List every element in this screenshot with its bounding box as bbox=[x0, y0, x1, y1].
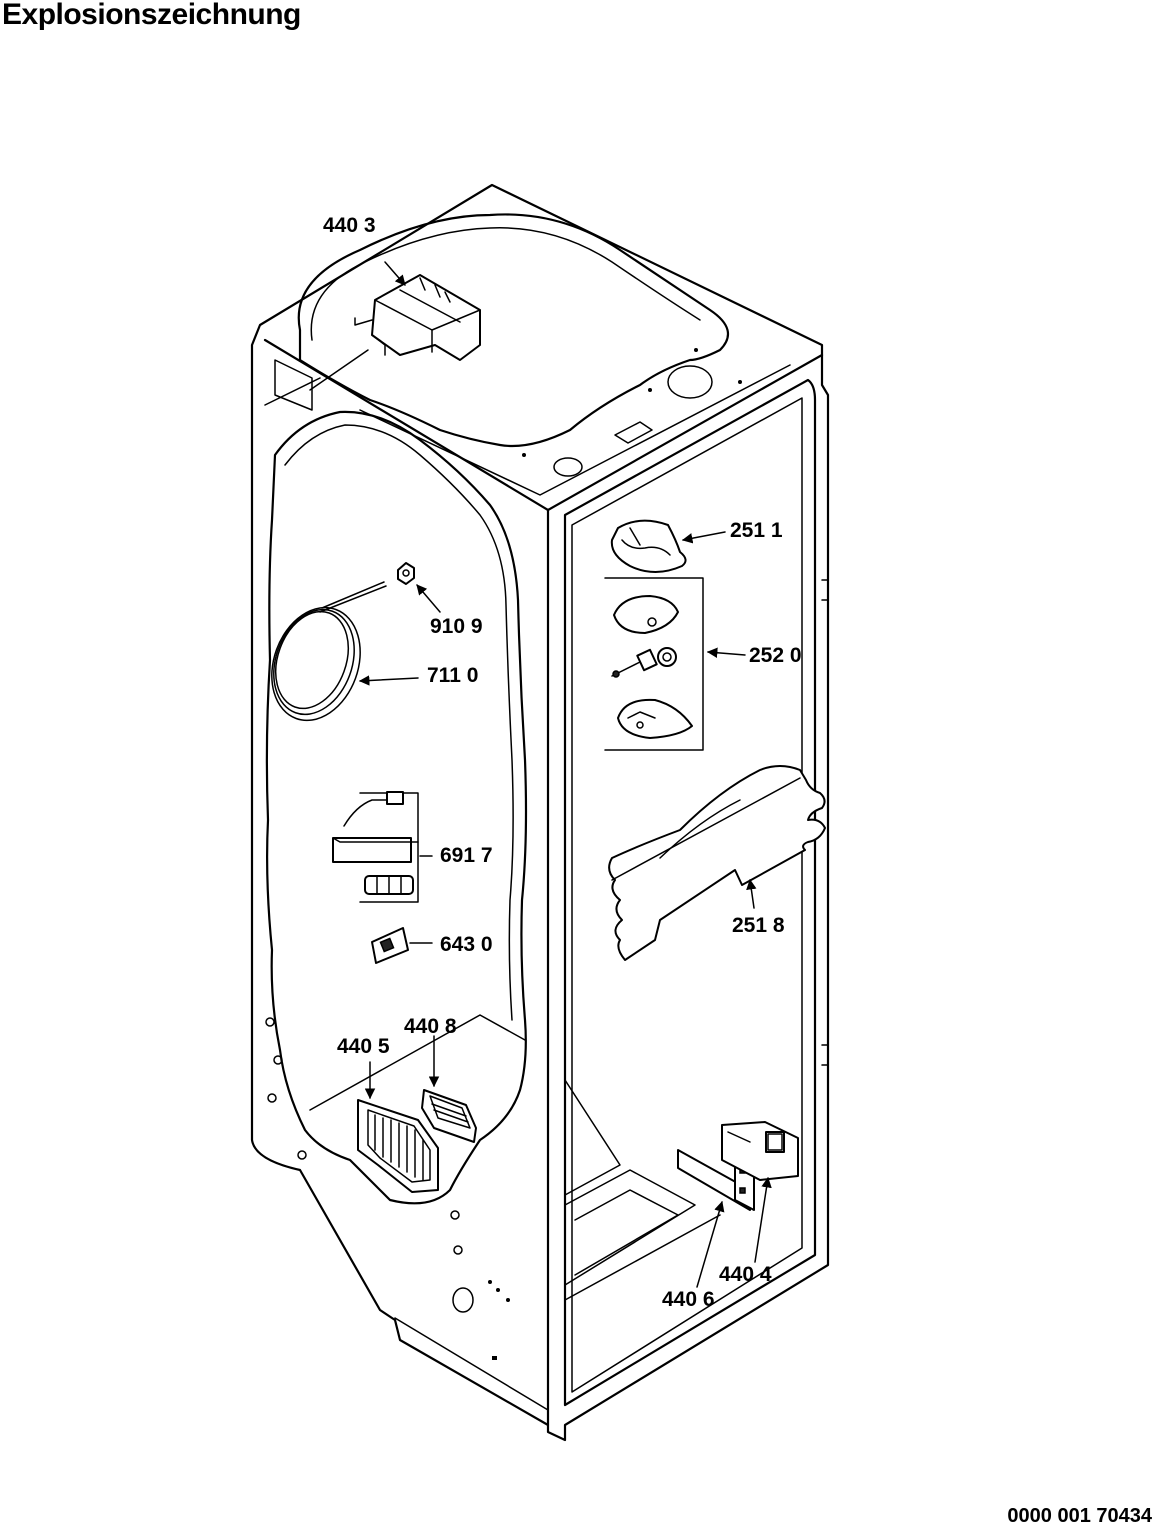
page-title: Explosionszeichnung bbox=[2, 0, 301, 31]
callout-9109: 910 9 bbox=[430, 615, 483, 638]
grille-slats bbox=[374, 1114, 424, 1181]
callout-4403: 440 3 bbox=[323, 214, 376, 237]
side-window bbox=[274, 359, 313, 411]
part-6917-kit bbox=[332, 791, 433, 903]
callout-labels: 440 3 251 1 910 9 252 0 711 0 691 7 251 … bbox=[323, 214, 802, 1311]
lamp-socket-icon bbox=[611, 647, 677, 678]
base-step bbox=[394, 1317, 549, 1411]
frame-notch bbox=[821, 1044, 829, 1066]
document-number: 0000 001 70434 bbox=[1007, 1505, 1152, 1527]
part-4405-grille bbox=[357, 1061, 439, 1193]
part-2511-cover bbox=[610, 519, 726, 573]
part-7110-capillary-coil bbox=[271, 581, 419, 722]
callout-2520: 252 0 bbox=[749, 644, 802, 667]
callout-4404: 440 4 bbox=[719, 1263, 772, 1286]
part-6430-clip bbox=[371, 927, 433, 964]
part-2520-lamp-assembly bbox=[604, 577, 746, 751]
callout-4406: 440 6 bbox=[662, 1288, 715, 1311]
frame-notch bbox=[821, 579, 829, 601]
top-hole bbox=[667, 365, 713, 399]
top-cutaway-inner bbox=[310, 227, 701, 341]
part-4404-plate bbox=[721, 1121, 799, 1263]
part-2518-bracket bbox=[608, 765, 826, 961]
inner-floor-edge bbox=[564, 1079, 621, 1196]
side-holes bbox=[265, 1017, 510, 1360]
cabinet-outline bbox=[250, 183, 830, 1442]
side-cutaway-inner bbox=[284, 424, 514, 1021]
callout-4405: 440 5 bbox=[337, 1035, 390, 1058]
cabinet-body bbox=[250, 183, 830, 1442]
side-cutaway bbox=[265, 410, 528, 1205]
bottom-tray-inner bbox=[574, 1189, 679, 1276]
callout-6430: 643 0 bbox=[440, 933, 493, 956]
top-cutaway bbox=[297, 213, 730, 448]
door-frame-outer bbox=[563, 378, 817, 1407]
top-slot bbox=[614, 421, 653, 444]
part-9109-nut bbox=[397, 562, 441, 613]
callout-6917: 691 7 bbox=[440, 844, 493, 867]
callout-4408: 440 8 bbox=[404, 1015, 457, 1038]
bottom-tray bbox=[564, 1169, 696, 1286]
part-4403-housing bbox=[309, 261, 481, 391]
door-frame-inner bbox=[571, 397, 803, 1393]
top-panel-ridge bbox=[359, 364, 791, 496]
callout-2511: 251 1 bbox=[730, 519, 783, 542]
callout-2518: 251 8 bbox=[732, 914, 785, 937]
part-4408-small-grille bbox=[421, 1035, 477, 1143]
inner-floor bbox=[309, 1014, 526, 1111]
top-hole bbox=[553, 457, 583, 477]
callout-7110: 711 0 bbox=[427, 664, 478, 687]
